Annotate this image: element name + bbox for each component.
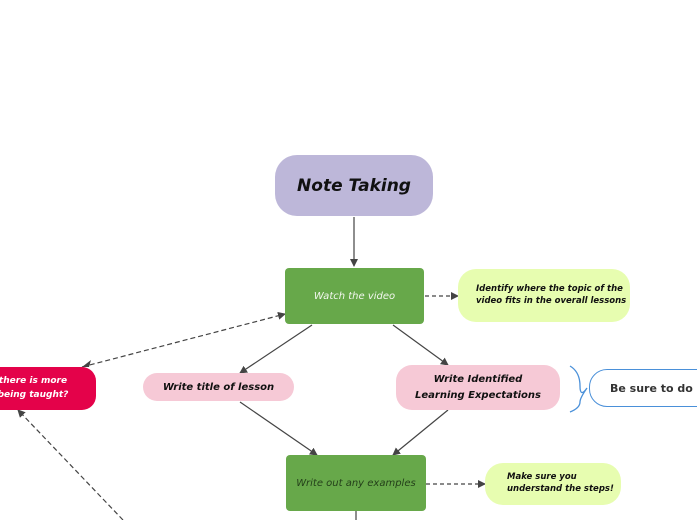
brace-expectations [569,365,588,413]
arrowhead-to-more [82,360,91,367]
connector-watch-to-title [239,324,313,374]
main-topic-label: Note Taking [297,175,411,196]
node-learning-expectations-line-1: Write Identified [433,373,523,385]
node-understand-steps-line-2: understand the steps! [507,484,614,494]
node-identify-topic[interactable]: Identify where the topic of the video fi… [458,269,630,322]
node-understand-steps-line-1: Make sure you [507,472,577,483]
connector-expectations-to-examples [392,409,449,456]
node-identify-topic-line-2: video fits in the overall lessons [476,295,627,306]
connector-loop-to-more [17,409,124,520]
node-write-examples-label: Write out any examples [296,477,416,489]
node-more-taught-line-1: there is more [0,376,68,386]
node-be-sure-label: Be sure to do bo [610,381,697,395]
node-watch-video-label: Watch the video [313,290,396,302]
node-write-title-label: Write title of lesson [162,381,275,393]
node-watch-video[interactable]: Watch the video [285,268,424,324]
connector-title-to-examples [239,401,318,456]
node-more-taught-line-2: being taught? [0,389,69,400]
node-write-title[interactable]: Write title of lesson [143,373,294,401]
node-be-sure[interactable]: Be sure to do bo [589,369,697,407]
node-understand-steps[interactable]: Make sure you understand the steps! [485,463,621,505]
node-more-taught[interactable]: there is more being taught? [0,367,96,410]
connector-watch-to-expectations [392,324,449,366]
connector-more-to-watch [81,311,286,368]
node-learning-expectations[interactable]: Write Identified Learning Expectations [396,365,560,410]
node-write-examples[interactable]: Write out any examples [286,455,426,511]
node-learning-expectations-line-2: Learning Expectations [415,389,541,401]
node-identify-topic-line-1: Identify where the topic of the [476,283,623,294]
main-topic-note-taking[interactable]: Note Taking [275,155,433,216]
